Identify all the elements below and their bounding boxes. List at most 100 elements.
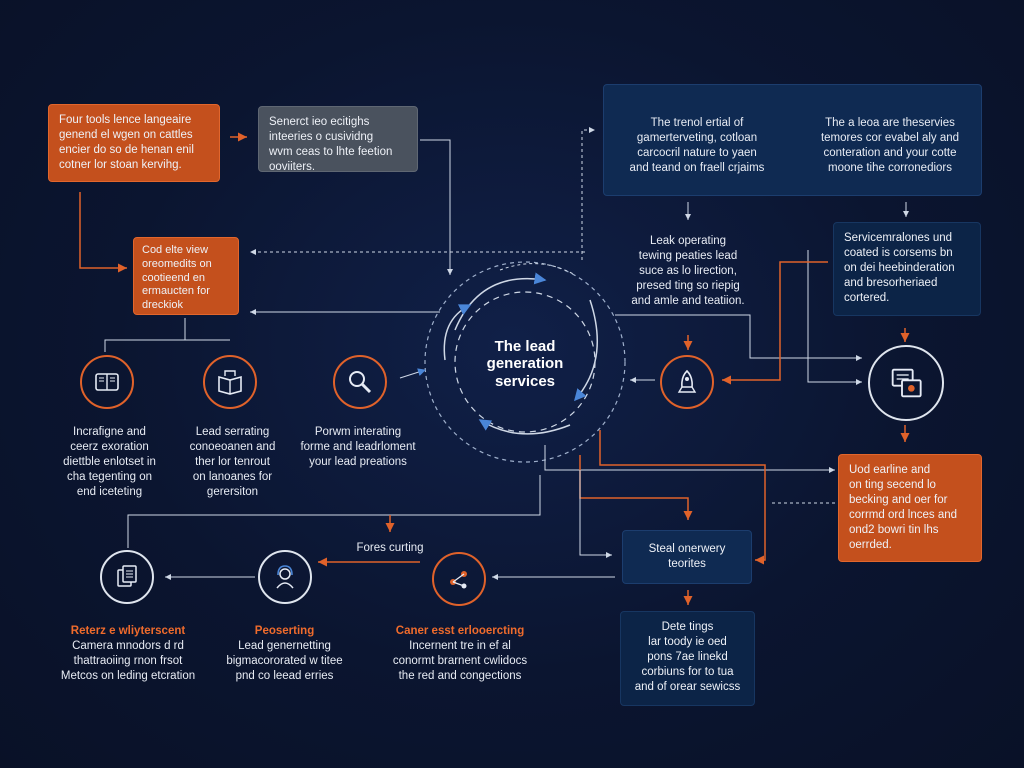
- caption-line: gerersiton: [206, 485, 259, 498]
- box-line: pons 7ae linekd: [647, 650, 728, 663]
- rocket-icon: [660, 355, 714, 409]
- caption-title: Caner esst erlooercting: [395, 625, 525, 637]
- icon-caption: Porwm interating forme and leadrloment y…: [298, 425, 418, 470]
- box-line: tewing peaties lead: [638, 249, 738, 262]
- box-line: on ting secend lo: [849, 478, 936, 491]
- caption-line: the red and congections: [398, 669, 522, 682]
- box-line: presed ting so riepig: [636, 279, 740, 292]
- search-icon: [333, 355, 387, 409]
- box-line: suce as lo lirection,: [639, 264, 737, 277]
- box-line: teorites: [668, 557, 706, 570]
- box-line: cortered.: [844, 291, 890, 304]
- caption-line: your lead preations: [309, 455, 407, 468]
- headset-person-icon: [258, 550, 312, 604]
- box-line: ooviiters.: [269, 160, 316, 173]
- caption-title: Peoserting: [254, 625, 315, 637]
- box-line: Four tools lence langeaire: [59, 114, 192, 126]
- box-line: cotner lor stoan kervihg.: [59, 158, 182, 171]
- box-line: cootieend en: [142, 271, 205, 284]
- caption-line: forme and leadrloment: [300, 440, 416, 453]
- hub-title: The lead generation services: [470, 338, 580, 390]
- box-line: Uod earline and: [849, 464, 931, 476]
- caption-line: Camera mnodors d rd: [72, 639, 184, 652]
- icon-caption: Reterz e wliyterscent Camera mnodors d r…: [48, 624, 208, 684]
- box-line: Dete tings: [661, 621, 714, 633]
- caption-line: Lead serrating: [195, 426, 270, 438]
- top-right-navy-text-left: The trenol ertial of gamerterveting, cot…: [612, 116, 782, 176]
- box-line: encier do so de henan enil: [59, 143, 194, 156]
- open-book-icon: [203, 355, 257, 409]
- box-line: lar toody ie oed: [648, 635, 727, 648]
- box-line: gamerterveting, cotloan: [636, 131, 758, 144]
- caption-title: Reterz e wliyterscent: [70, 625, 186, 637]
- top-right-navy-panel: [603, 84, 982, 196]
- caption-line: end iceteting: [76, 485, 143, 498]
- box-line: ond2 bowri tin lhs: [849, 523, 939, 536]
- bottom-navy-small-box: Steal onerwery teorites: [622, 530, 752, 584]
- box-line: Cod elte view: [142, 244, 209, 256]
- caption-line: cha tegenting on: [66, 470, 153, 483]
- caption-line: diettble enlotset in: [63, 455, 156, 468]
- caption-line: Porwm interating: [314, 426, 402, 438]
- box-line: Servicemralones und: [844, 232, 953, 244]
- right-orange-bottom-box: Uod earline and on ting secend lo beckin…: [838, 454, 982, 562]
- box-line: and amle and teatiion.: [631, 294, 745, 307]
- box-line: corbiuns for to tua: [641, 665, 734, 678]
- box-line: coated is corsems bn: [844, 246, 953, 259]
- box-line: The a leoa are theservies: [825, 117, 955, 129]
- box-line: oreomedits on: [142, 257, 212, 270]
- top-slate-box: Senerct ieo ecitighs inteeries o cusivid…: [258, 106, 418, 173]
- caption-line: ther lor tenrout: [195, 455, 270, 468]
- box-line: and teand on fraell crjaims: [629, 161, 765, 174]
- caption-line: on lanoanes for: [192, 470, 273, 483]
- lead-operating-text: Leak operating tewing peaties lead suce …: [618, 234, 758, 309]
- hub-title-line: services: [494, 372, 556, 390]
- bottom-navy-tall-box: Dete tings lar toody ie oed pons 7ae lin…: [620, 611, 755, 706]
- box-line: The trenol ertial of: [650, 117, 744, 129]
- icon-caption: Caner esst erlooercting Incernent tre in…: [385, 624, 535, 684]
- box-line: and bresorheriaed: [844, 276, 938, 289]
- left-orange-small-box: Cod elte view oreomedits on cootieend en…: [133, 237, 239, 315]
- hub-title-line: generation: [486, 355, 564, 373]
- icon-caption: Lead serrating conoeoanen and ther lor t…: [180, 425, 285, 500]
- box-line: moone tihe corronediors: [827, 161, 952, 174]
- hub-title-line: The lead: [494, 338, 556, 355]
- top-right-navy-text-right: The a leoa are theservies temores cor ev…: [805, 116, 975, 176]
- caption-line: Metcos on leding etcration: [60, 669, 196, 682]
- caption-line: Lead genernetting: [238, 639, 331, 652]
- box-line: on dei heebinderation: [844, 261, 955, 274]
- right-navy-mid-box: Servicemralones und coated is corsems bn…: [833, 222, 981, 316]
- documents-icon: [868, 345, 944, 421]
- box-line: corrmd ord lnces and: [849, 508, 958, 521]
- box-line: Senerct ieo ecitighs: [269, 116, 370, 128]
- caption-line: thattraoiing rnon frsot: [73, 654, 183, 667]
- box-line: ermaucten for: [142, 285, 210, 298]
- caption-line: Incrafigne and: [73, 426, 146, 438]
- file-stack-icon: [100, 550, 154, 604]
- book-icon: [80, 355, 134, 409]
- caption-line: conoeoanen and: [189, 440, 276, 453]
- icon-caption: Incrafigne and ceerz exoration diettble …: [52, 425, 167, 500]
- caption-line: Incernent tre in ef al: [409, 639, 511, 652]
- box-line: becking and oer for: [849, 493, 948, 506]
- box-line: conteration and your cotte: [823, 146, 957, 159]
- icon-caption: Peoserting Lead genernetting bigmacorora…: [222, 624, 347, 684]
- network-nodes-icon: [432, 552, 486, 606]
- box-line: temores cor evabel aly and: [820, 131, 960, 144]
- caption-line: pnd co leead erries: [235, 669, 334, 682]
- box-line: inteeries o cusividng: [269, 130, 374, 143]
- box-line: oerrded.: [849, 538, 892, 551]
- forest-label: Fores curting: [356, 542, 424, 554]
- box-line: genend el wgen on cattles: [59, 128, 193, 141]
- caption-line: ceerz exoration: [70, 440, 149, 453]
- box-line: carcocril nature to yaen: [637, 146, 757, 159]
- box-line: dreckiok: [142, 299, 183, 311]
- box-line: and of orear sewicss: [634, 680, 741, 693]
- box-line: wvm ceas to lhte feetion: [269, 145, 393, 158]
- caption-line: bigmacororated w titee: [226, 654, 343, 667]
- box-line: Leak operating: [649, 235, 727, 247]
- top-left-orange-box: Four tools lence langeaire genend el wge…: [48, 104, 220, 182]
- box-line: Steal onerwery: [648, 543, 726, 555]
